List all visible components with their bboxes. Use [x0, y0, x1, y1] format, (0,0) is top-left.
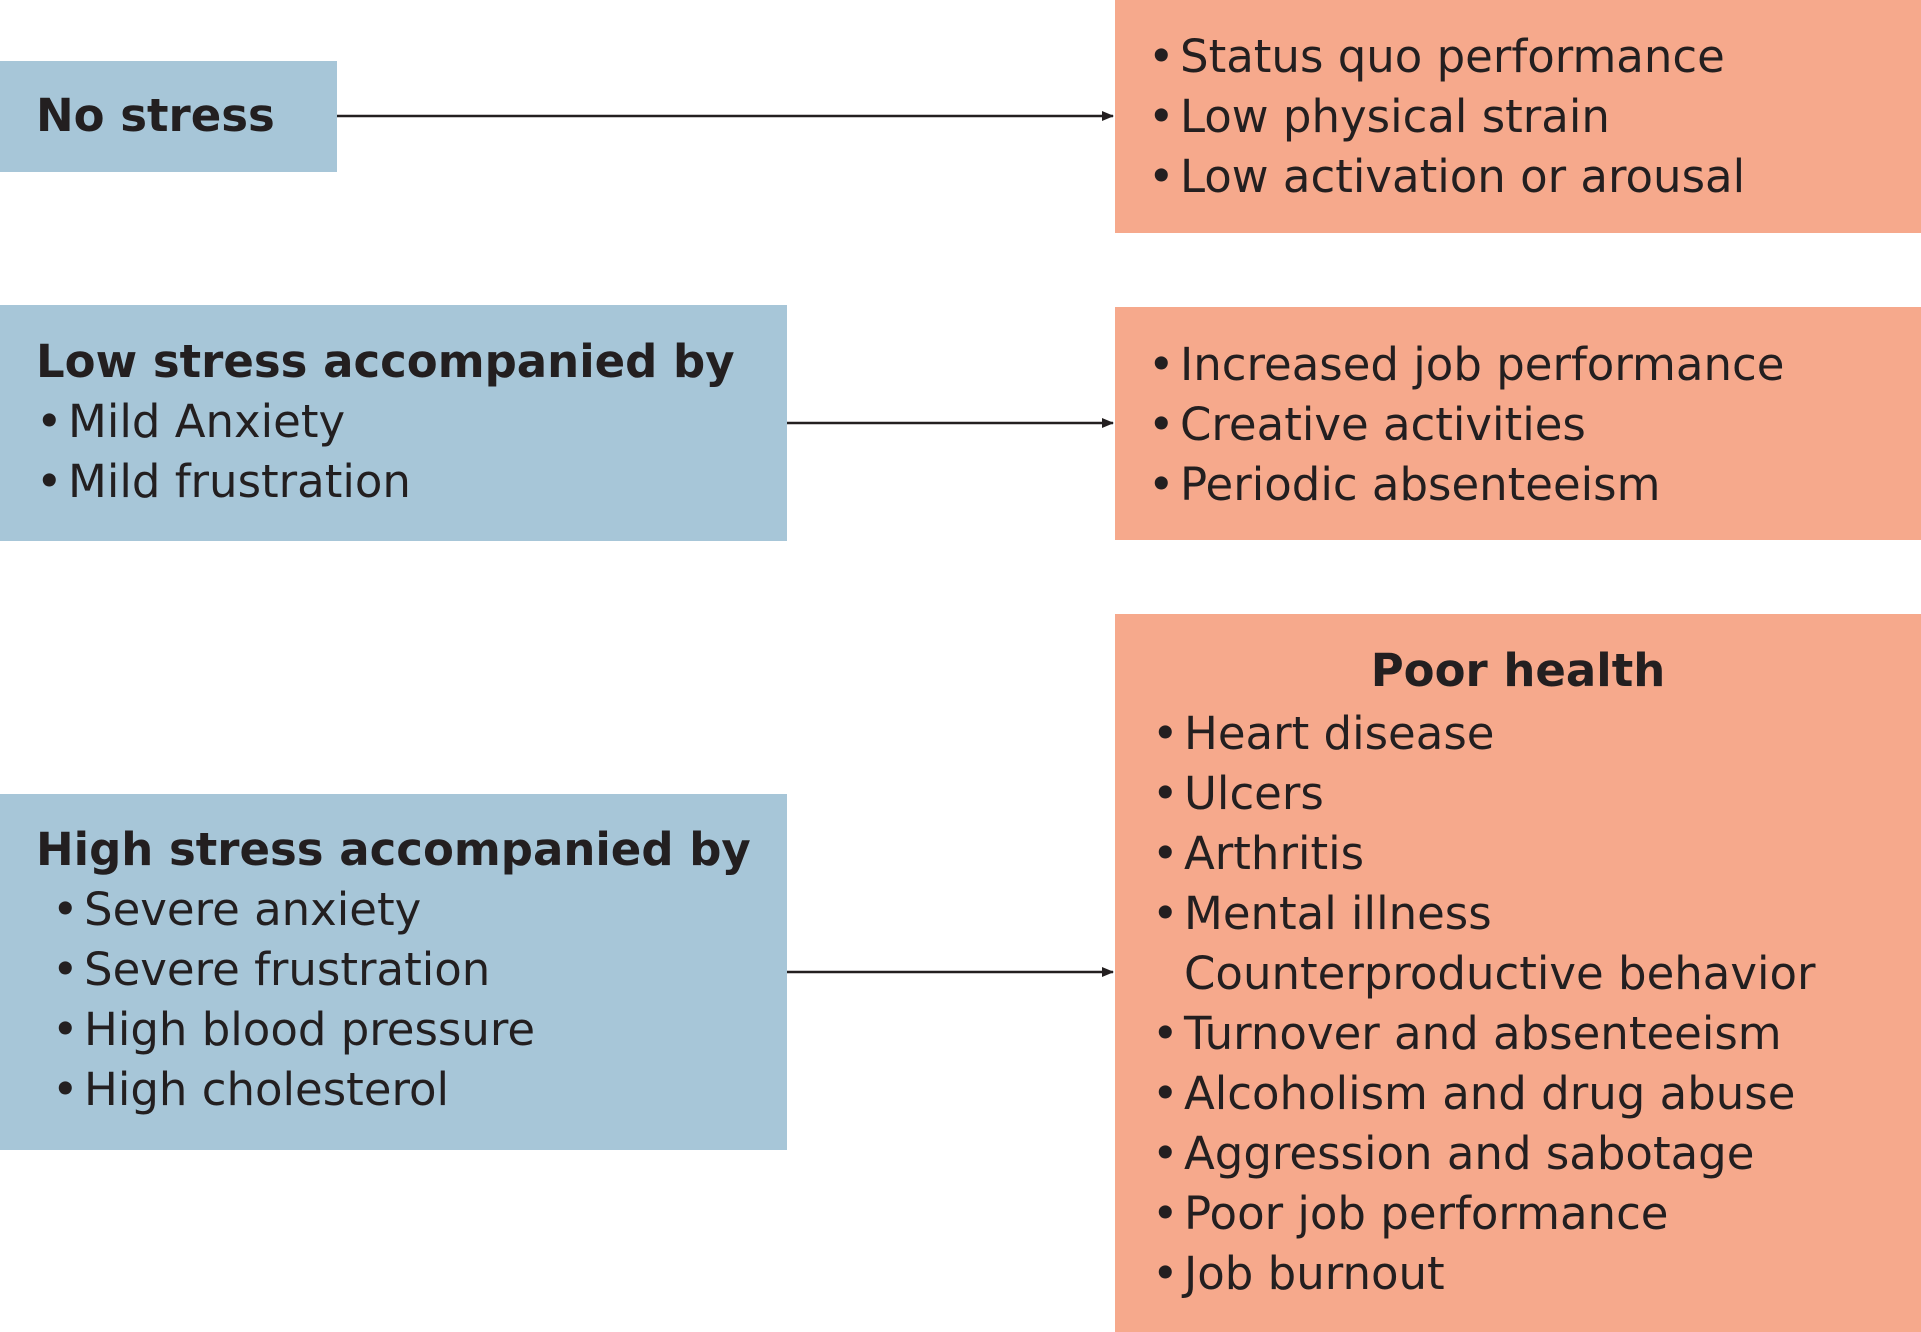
effect-item: •Turnover and absenteeism: [1152, 1007, 1782, 1060]
effect-box-high-stress: [1115, 614, 1921, 1332]
effect-item: •Job burnout: [1152, 1247, 1445, 1300]
effect-box-no-stress: [1115, 0, 1921, 233]
effect-item: •Poor job performance: [1152, 1187, 1669, 1240]
effect-list-low-stress: •Increased job performance •Creative act…: [1148, 335, 1784, 515]
cause-box-low-stress: [0, 305, 787, 541]
effect-item: •Ulcers: [1152, 767, 1324, 820]
effect-box-low-stress: [1115, 307, 1921, 540]
effect-item: •Status quo performance: [1148, 30, 1725, 83]
effect-item: •Low physical strain: [1148, 90, 1610, 143]
effect-item: •Increased job performance: [1148, 338, 1785, 391]
effect-item: •Creative activities: [1148, 398, 1586, 451]
effect-heading-poor-health: Poor health: [1370, 644, 1666, 697]
cause-item: •Severe frustration: [52, 943, 491, 996]
effect-list-high-stress: •Heart disease •Ulcers •Arthritis •Menta…: [1152, 704, 1816, 1304]
cause-list-low-stress: •Mild Anxiety •Mild frustration: [36, 392, 411, 512]
cause-item: •Severe anxiety: [52, 883, 422, 936]
effect-item: •Heart disease: [1152, 707, 1495, 760]
effect-item: •Arthritis: [1152, 827, 1365, 880]
cause-heading-low-stress: Low stress accompanied by: [36, 335, 735, 388]
cause-box-no-stress: [0, 61, 337, 172]
cause-item: •Mild Anxiety: [36, 395, 346, 448]
cause-item: •High cholesterol: [52, 1063, 450, 1116]
cause-heading-high-stress: High stress accompanied by: [36, 823, 751, 876]
cause-box-high-stress: [0, 794, 787, 1150]
cause-item: •High blood pressure: [52, 1003, 536, 1056]
effect-item: •Periodic absenteeism: [1148, 458, 1661, 511]
cause-list-high-stress: •Severe anxiety •Severe frustration •Hig…: [52, 880, 535, 1120]
cause-heading-no-stress: No stress: [36, 89, 275, 142]
effect-item: •Low activation or arousal: [1148, 150, 1746, 203]
effect-item: •Alcoholism and drug abuse: [1152, 1067, 1796, 1120]
cause-item: •Mild frustration: [36, 455, 411, 508]
effect-item: •Mental illness: [1152, 887, 1492, 940]
effect-item: •Aggression and sabotage: [1152, 1127, 1755, 1180]
effect-item: Counterproductive behavior: [1184, 947, 1816, 1000]
effect-list-no-stress: •Status quo performance •Low physical st…: [1148, 27, 1745, 207]
